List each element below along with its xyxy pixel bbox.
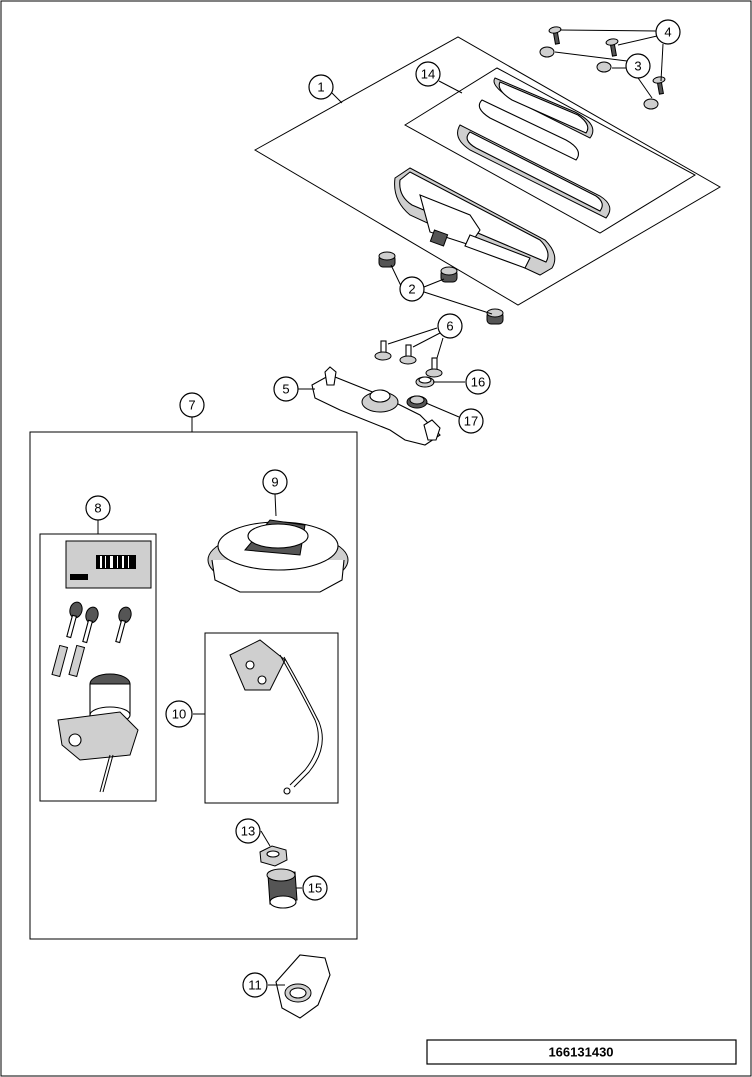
lock-cylinder-part-15 (266, 868, 298, 909)
dashboard-unit (394, 167, 556, 276)
kit-14-outline (404, 67, 697, 234)
callout-17: 17 (458, 408, 484, 434)
screws-part-4 (548, 26, 666, 95)
keys (51, 601, 132, 678)
callout-9: 9 (262, 469, 288, 495)
callout-9-label: 9 (271, 475, 278, 490)
drawing-number: 166131430 (548, 1045, 613, 1060)
callout-1: 1 (308, 74, 334, 100)
holder-bracket-part-5 (311, 366, 441, 446)
callout-8: 8 (85, 495, 111, 521)
cable-group-10-outline (204, 632, 339, 804)
callout-5-label: 5 (282, 382, 289, 397)
callout-3: 3 (625, 53, 651, 79)
callout-11-label: 11 (248, 978, 262, 993)
callout-1-label: 1 (317, 80, 324, 95)
callout-6: 6 (437, 313, 463, 339)
fuel-cap-part-9 (207, 519, 349, 593)
dashboard-frame-parts (457, 77, 611, 219)
release-cable-part-10 (229, 639, 323, 795)
grommets-part-3 (539, 46, 659, 110)
callout-6-label: 6 (446, 319, 453, 334)
callout-8-label: 8 (94, 501, 101, 516)
callout-14-label: 14 (421, 67, 435, 82)
nut-part-17 (406, 395, 428, 409)
callout-3-label: 3 (634, 59, 641, 74)
bushing-part-16 (415, 376, 435, 388)
callout-14: 14 (415, 61, 441, 87)
drawing-number-box: 166131430 (426, 1039, 737, 1065)
callout-7-label: 7 (188, 398, 195, 413)
leader-lines (97, 29, 664, 986)
callout-10: 10 (165, 700, 193, 728)
key-label-part-8 (65, 540, 152, 589)
dampers-part-2 (378, 251, 504, 325)
cover-part-11 (275, 954, 331, 1019)
callout-13-label: 13 (241, 824, 255, 839)
callout-11: 11 (242, 972, 268, 998)
callout-5: 5 (273, 376, 299, 402)
hex-nut-part-13 (259, 845, 288, 867)
callout-15: 15 (302, 875, 328, 901)
bolts-part-6 (374, 340, 443, 378)
callout-16-label: 16 (471, 375, 485, 390)
callout-2-label: 2 (408, 282, 415, 297)
ignition-lock (57, 673, 139, 793)
callout-16: 16 (465, 369, 491, 395)
kit-1-outline (253, 36, 721, 306)
callout-4: 4 (655, 19, 681, 45)
callout-13: 13 (235, 818, 261, 844)
callout-10-label: 10 (172, 707, 186, 722)
callout-4-label: 4 (664, 25, 671, 40)
callout-15-label: 15 (308, 881, 322, 896)
callout-17-label: 17 (464, 414, 478, 429)
lock-set-group-7-outline (29, 431, 358, 940)
callout-7: 7 (179, 392, 205, 418)
callout-2: 2 (399, 276, 425, 302)
